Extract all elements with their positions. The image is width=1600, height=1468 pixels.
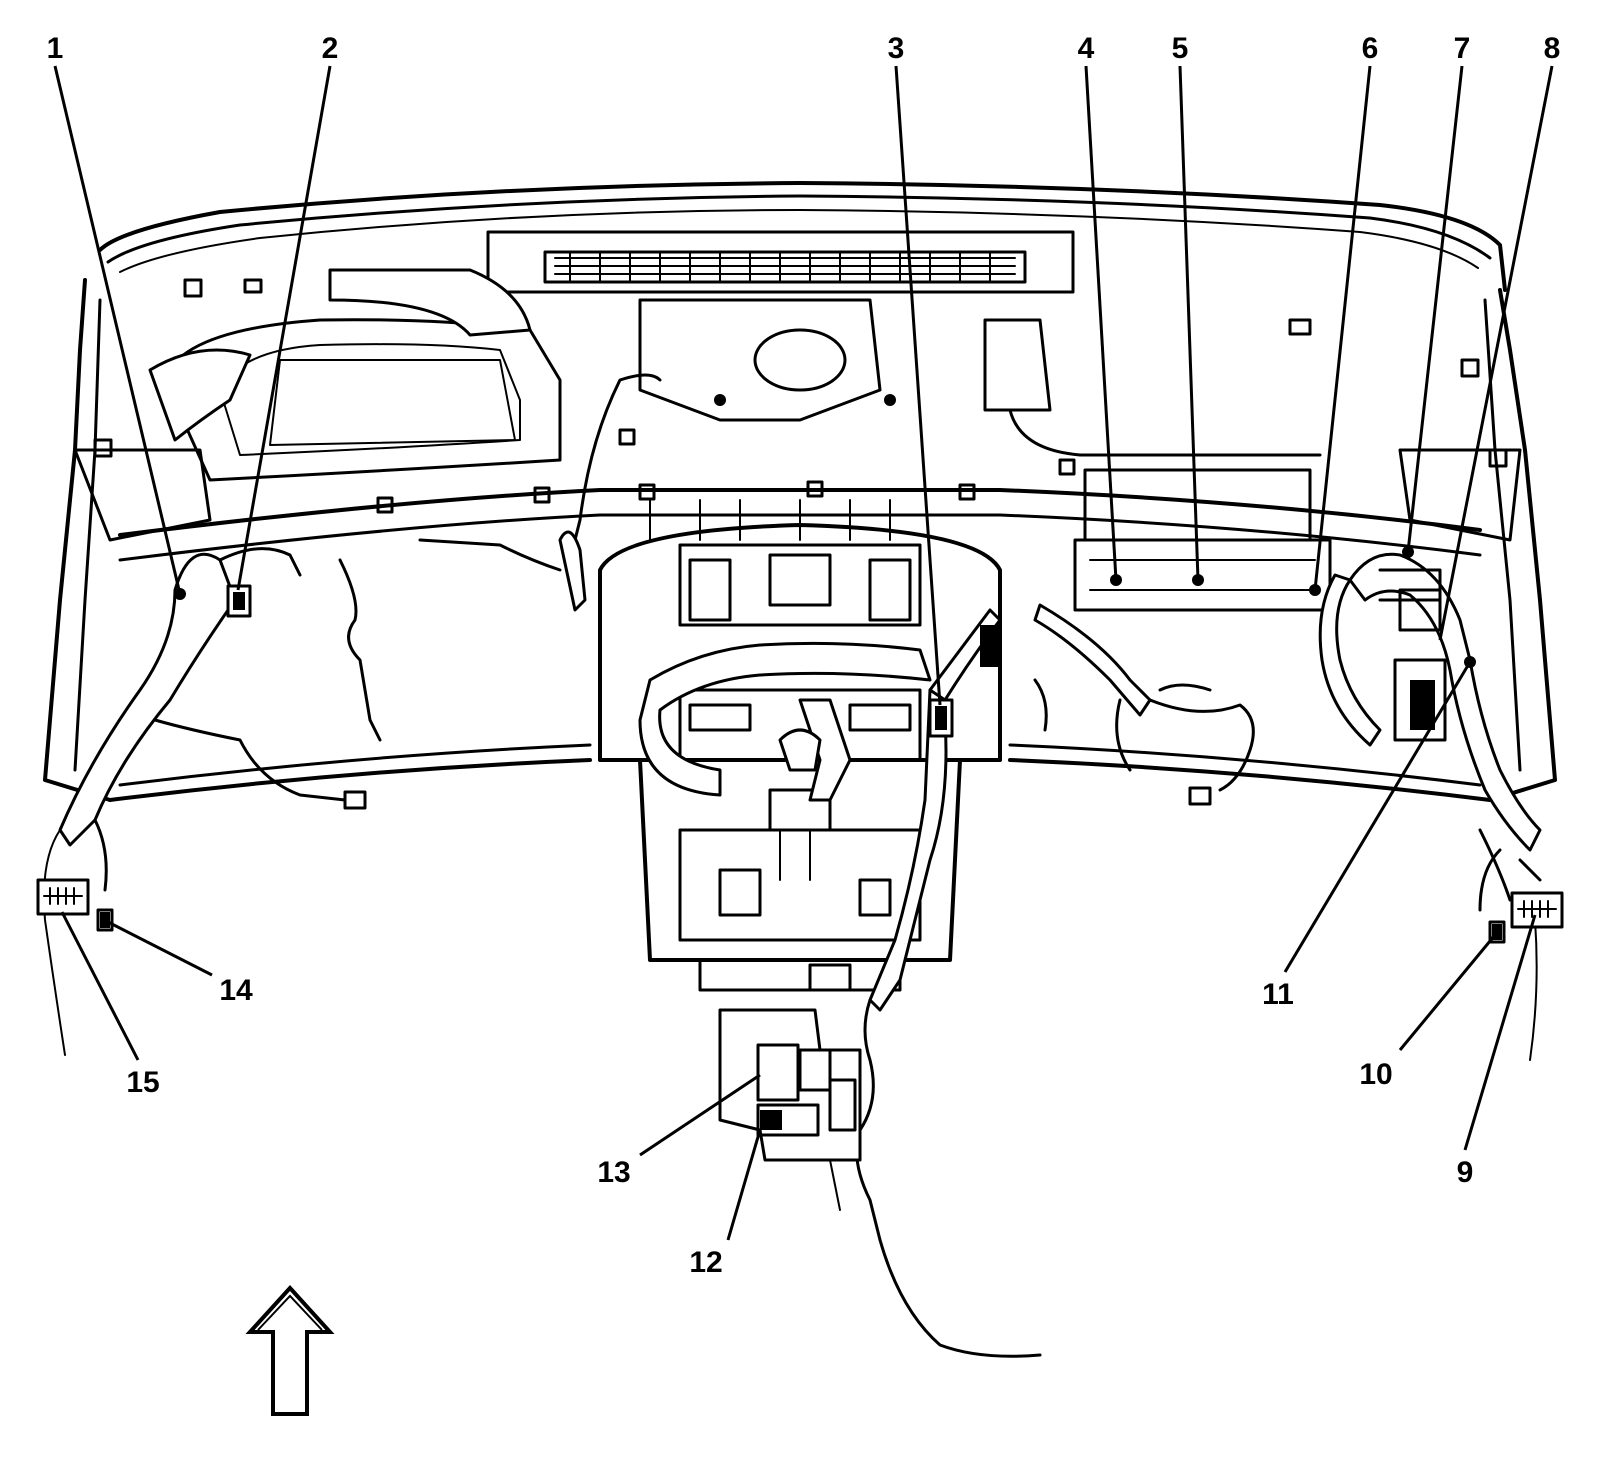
defroster-grille-slats	[554, 251, 1016, 283]
callout-leaders	[53, 65, 1554, 1241]
callout-12: 12	[689, 1246, 722, 1279]
callout-4: 4	[1078, 32, 1095, 65]
up-arrow-icon	[245, 1285, 335, 1416]
callout-3: 3	[888, 32, 905, 65]
callout-7: 7	[1454, 32, 1471, 65]
callout-15: 15	[126, 1066, 159, 1099]
callout-1: 1	[47, 32, 64, 65]
callout-13: 13	[597, 1156, 630, 1189]
lower-module-bracket	[718, 1008, 862, 1162]
callout-11: 11	[1262, 978, 1294, 1011]
instrument-panel-structure	[43, 181, 1557, 992]
electrical-components	[36, 546, 1564, 1162]
callout-14: 14	[219, 974, 253, 1007]
callout-2: 2	[322, 32, 339, 65]
callout-5: 5	[1172, 32, 1189, 65]
wiring-harness-routing	[43, 373, 1542, 1358]
callout-10: 10	[1359, 1058, 1392, 1091]
callout-9: 9	[1457, 1156, 1474, 1189]
callout-6: 6	[1362, 32, 1379, 65]
callout-8: 8	[1544, 32, 1561, 65]
callout-labels: 1 2 3 4 5 6 7 8 9 10 11 12 13 14 15	[47, 32, 1561, 1279]
